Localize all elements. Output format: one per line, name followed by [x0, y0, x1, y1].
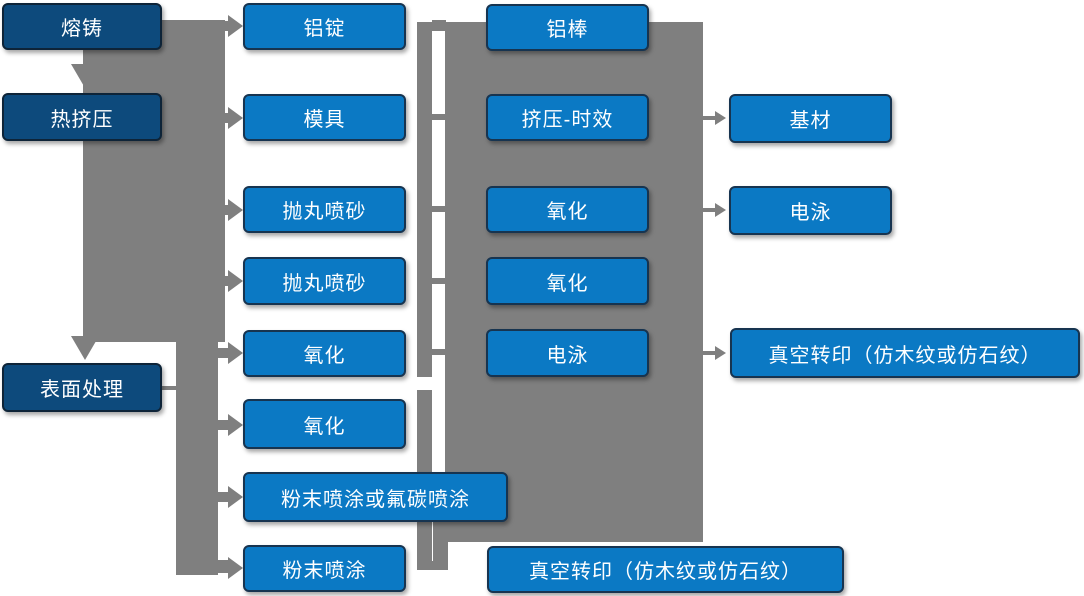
bottom-connector: [417, 561, 448, 570]
arrow-to-oxidation-b: [228, 414, 243, 436]
down-arrow-to-hot-extrusion: [71, 64, 99, 88]
arrow-to-shot-blast-2: [228, 270, 243, 292]
node-label: 电泳: [789, 202, 832, 224]
tick-row4: [432, 278, 446, 284]
node-oxidation-a: 氧化: [243, 330, 406, 377]
node-label: 抛丸喷砂: [282, 272, 367, 295]
arrow-shaft: [216, 21, 228, 31]
node-hot-extrusion: 热挤压: [2, 93, 162, 141]
node-label: 氧化: [546, 272, 589, 295]
arrow-shaft: [214, 420, 228, 430]
left-lower-bar: [176, 342, 218, 575]
node-surface-treatment: 表面处理: [2, 363, 162, 412]
node-vacuum-transfer-bottom: 真空转印（仿木纹或仿石纹）: [487, 546, 844, 593]
node-label: 铝棒: [546, 19, 589, 41]
node-extrusion-aging: 挤压-时效: [486, 94, 649, 141]
node-label: 氧化: [303, 415, 346, 438]
node-aluminum-ingot: 铝锭: [243, 3, 406, 50]
node-oxidation-b: 氧化: [243, 399, 406, 449]
arrow-shaft: [216, 276, 228, 286]
tick-row2: [432, 114, 446, 120]
arrow-shaft: [216, 113, 228, 123]
arrow-shaft: [216, 348, 228, 358]
arrow-to-shot-blast-1: [228, 199, 243, 221]
tick-row3: [432, 206, 446, 212]
node-label: 表面处理: [40, 379, 124, 401]
node-label: 热挤压: [50, 108, 114, 131]
node-mold: 模具: [243, 94, 406, 141]
node-label: 电泳: [546, 344, 589, 367]
arrow-to-electrophoresis: [715, 203, 726, 217]
node-powder-or-fluorocarbon-spray: 粉末喷涂或氟碳喷涂: [243, 472, 508, 522]
arrow-to-powder-fluorocarbon: [228, 486, 243, 508]
node-base-material: 基材: [729, 94, 892, 143]
left-band: [83, 20, 225, 342]
node-label: 铝锭: [303, 18, 346, 40]
arrow-shaft: [214, 560, 228, 573]
arrow-to-oxidation-a: [228, 342, 243, 364]
arrow-to-mold: [228, 107, 243, 129]
node-electrophoresis-a: 电泳: [486, 329, 649, 377]
node-label: 粉末喷涂或氟碳喷涂: [281, 488, 470, 511]
arrow-to-powder-spray: [228, 557, 243, 579]
middle-bar-upper: [417, 22, 432, 377]
bottom-strip: [433, 522, 448, 570]
arrow-shaft: [216, 205, 228, 215]
surface-treatment-connector: [162, 386, 178, 390]
node-label: 基材: [789, 110, 832, 132]
node-vacuum-transfer-right: 真空转印（仿木纹或仿石纹）: [730, 328, 1080, 378]
node-powder-spray: 粉末喷涂: [243, 545, 406, 592]
node-label: 氧化: [303, 345, 346, 367]
node-shot-blast-sand-2: 抛丸喷砂: [243, 257, 406, 305]
node-label: 粉末喷涂: [282, 560, 367, 582]
node-label: 模具: [303, 109, 346, 131]
tick-row1: [432, 20, 446, 31]
node-oxidation-d: 氧化: [486, 257, 649, 305]
node-label: 氧化: [546, 201, 589, 223]
arrow-shaft: [214, 492, 228, 502]
node-label: 真空转印（仿木纹或仿石纹）: [768, 344, 1042, 367]
thin-shaft: [702, 208, 715, 212]
arrow-to-base-material: [715, 111, 726, 125]
node-label: 挤压-时效: [521, 109, 614, 131]
node-label: 真空转印（仿木纹或仿石纹）: [529, 561, 802, 583]
node-melt-casting: 熔铸: [2, 3, 162, 50]
thin-shaft: [702, 116, 715, 120]
node-oxidation-c: 氧化: [486, 186, 649, 233]
node-aluminum-rod: 铝棒: [486, 4, 649, 51]
node-label: 熔铸: [61, 18, 103, 40]
node-shot-blast-sand-1: 抛丸喷砂: [243, 186, 406, 233]
arrow-to-aluminum-ingot: [228, 15, 243, 37]
tick-row5: [432, 349, 446, 355]
node-label: 抛丸喷砂: [282, 201, 367, 223]
node-electrophoresis-b: 电泳: [729, 186, 892, 235]
arrow-to-vacuum-transfer: [715, 346, 726, 360]
down-arrow-to-surface-treatment: [71, 336, 99, 360]
thin-shaft: [702, 351, 715, 355]
